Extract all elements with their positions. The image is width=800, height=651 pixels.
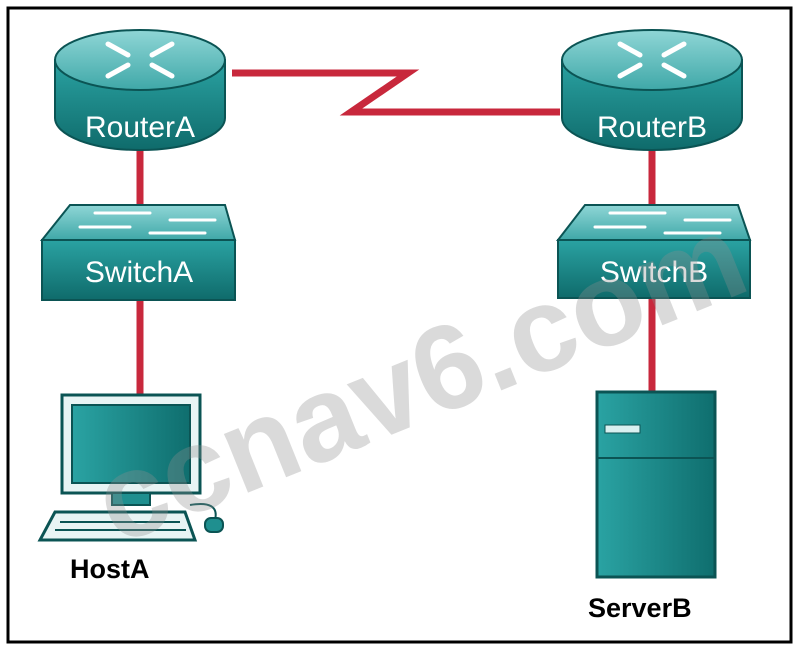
router-top: [54, 29, 226, 91]
switch-arrows-icon: [78, 211, 217, 235]
router-top: [561, 29, 743, 91]
monitor-stand: [111, 492, 151, 506]
server-tower: [595, 390, 717, 579]
switch-b[interactable]: SwitchB: [555, 204, 752, 299]
serial-link-routera-routerb: [232, 69, 560, 116]
mouse: [204, 517, 224, 533]
switch-b-label: SwitchB: [600, 256, 708, 289]
switch-a[interactable]: SwitchA: [39, 204, 237, 301]
router-b-label: RouterB: [597, 111, 707, 144]
router-a[interactable]: RouterA: [54, 29, 226, 151]
server-b[interactable]: ServerB: [588, 390, 717, 623]
router-arrows-icon: [105, 41, 175, 79]
mouse-cable: [189, 503, 217, 521]
links: [136, 69, 656, 395]
router-b[interactable]: RouterB: [561, 29, 743, 151]
switch-arrows-icon: [593, 211, 732, 235]
switch-a-label: SwitchA: [85, 256, 193, 289]
switch-front: [41, 239, 236, 301]
host-a[interactable]: HostA: [37, 393, 224, 584]
server-b-label: ServerB: [588, 593, 692, 623]
router-arrows-icon: [617, 41, 687, 79]
host-a-label: HostA: [70, 554, 150, 584]
keyboard: [37, 510, 198, 542]
router-a-label: RouterA: [85, 111, 195, 144]
switch-top: [39, 204, 237, 241]
switch-front: [557, 239, 751, 299]
monitor-screen: [71, 404, 191, 484]
server-drive-bay: [604, 424, 641, 434]
